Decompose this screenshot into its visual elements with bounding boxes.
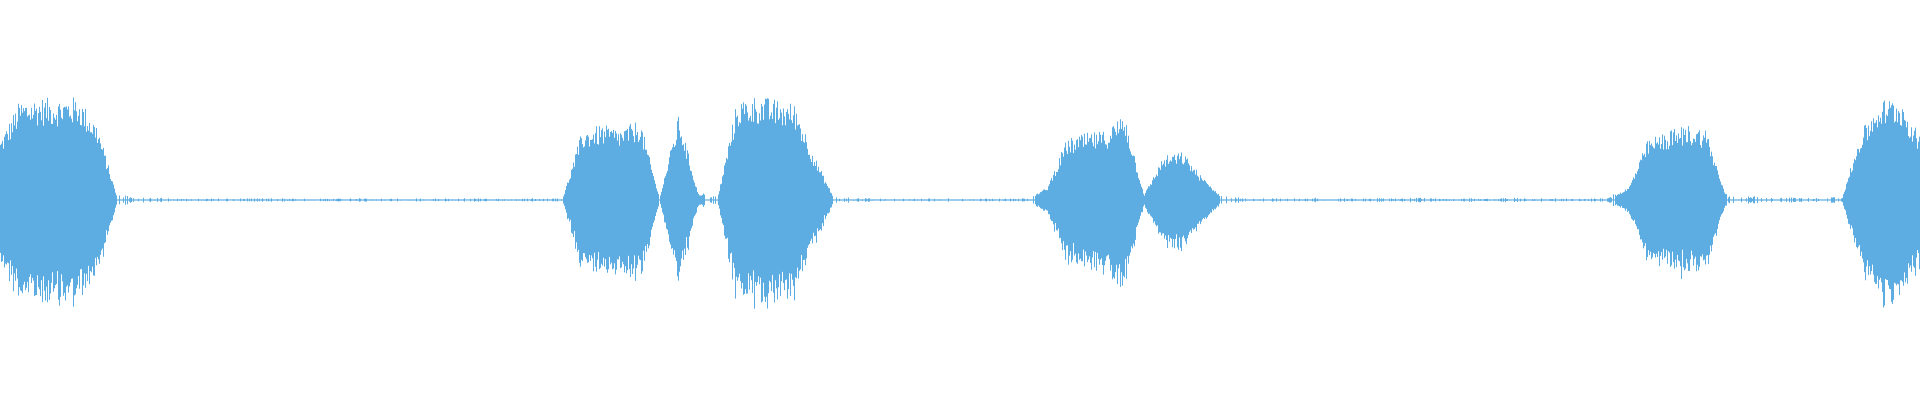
waveform-path — [0, 97, 1920, 309]
waveform-samples — [0, 97, 1920, 309]
